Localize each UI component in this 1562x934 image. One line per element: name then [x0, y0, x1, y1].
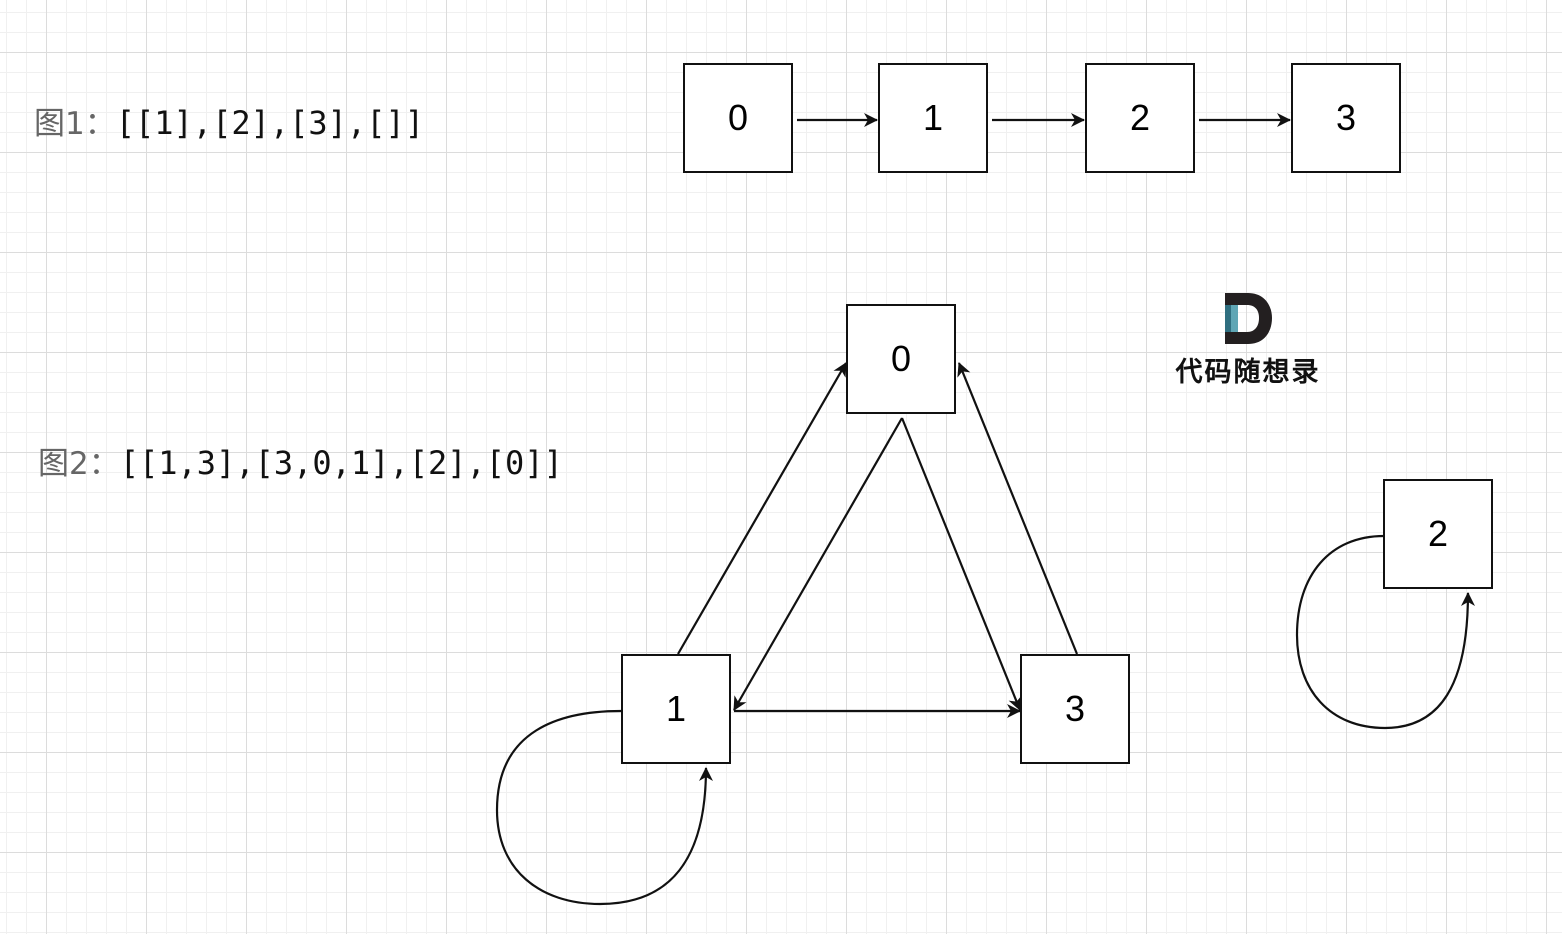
fig2-edge-2-2-self-loop — [1295, 534, 1475, 730]
fig1-node-0: 0 — [683, 63, 793, 173]
figure1-adjacency-list: [[1],[2],[3],[]] — [115, 104, 424, 142]
fig2-node-1: 1 — [621, 654, 731, 764]
fig2-edge-1-0 — [677, 362, 847, 655]
fig2-node-3: 3 — [1020, 654, 1130, 764]
figure1-label: 图1： — [34, 106, 116, 142]
fig2-edge-1-1-self-loop — [495, 709, 713, 906]
logo-d-mark — [1225, 293, 1272, 344]
fig1-node-1: 1 — [878, 63, 988, 173]
fig2-node-0: 0 — [846, 304, 956, 414]
figure1-caption: 图1： [[1],[2],[3],[]] — [34, 98, 424, 143]
figure2-caption: 图2： [[1,3],[3,0,1],[2],[0]] — [38, 438, 563, 483]
fig2-edge-3-0 — [957, 362, 1079, 655]
figure2-label: 图2： — [38, 446, 120, 482]
fig1-node-3: 3 — [1291, 63, 1401, 173]
logo-text: 代码随想录 — [1175, 357, 1321, 388]
figure2-adjacency-list: [[1,3],[3,0,1],[2],[0]] — [119, 444, 563, 482]
fig2-edge-0-3 — [900, 417, 1022, 711]
fig2-edge-0-1 — [733, 417, 903, 711]
fig2-node-2: 2 — [1383, 479, 1493, 589]
fig1-node-2: 2 — [1085, 63, 1195, 173]
logo: 代码随想录 — [1158, 290, 1338, 390]
